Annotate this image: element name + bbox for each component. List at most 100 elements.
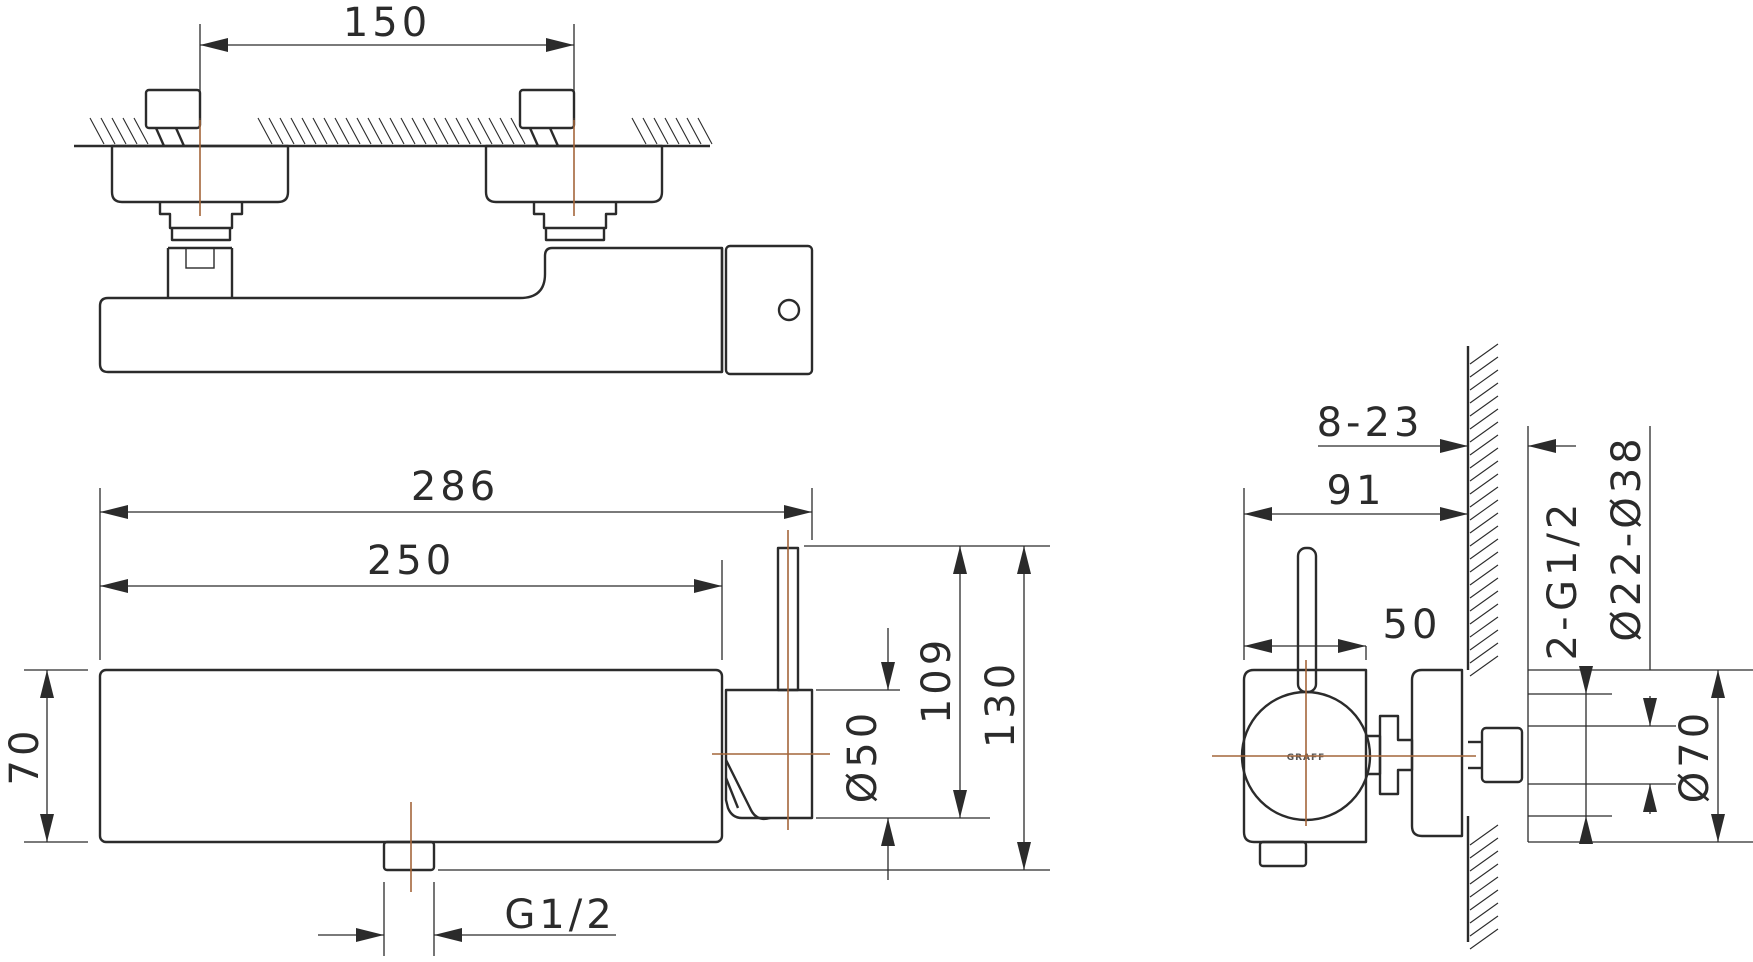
hatch-line [1469, 824, 1499, 846]
hatch-line [1469, 642, 1499, 664]
wall-cover [1410, 668, 1464, 838]
wall-hatching-top [89, 117, 713, 145]
right-inlet [484, 88, 664, 242]
hatch-line [1469, 382, 1499, 404]
side-view: GRAFF 91 8-23 50 2-G1/2 Ø22-Ø38 [1212, 343, 1753, 950]
top-view: 150 [74, 0, 814, 376]
label-body-height: 70 [2, 727, 48, 786]
hatch-line [631, 117, 647, 145]
hatch-line [433, 117, 449, 145]
outlet [382, 840, 436, 872]
hatch-line [1469, 434, 1499, 456]
label-body-length: 250 [367, 538, 455, 584]
hatch-line [89, 117, 105, 145]
hatch-line [1469, 928, 1499, 950]
left-inlet [110, 88, 290, 298]
hatch-line [1469, 863, 1499, 885]
hatch-line [686, 117, 702, 145]
hatch-line [400, 117, 416, 145]
hatch-line [653, 117, 669, 145]
hatch-line [389, 117, 405, 145]
hatch-line [1469, 421, 1499, 443]
hatch-line [510, 117, 526, 145]
hatch-line [334, 117, 350, 145]
label-wall-range: 8-23 [1317, 400, 1424, 446]
hatch-line [1469, 655, 1499, 677]
hatch-line [1469, 876, 1499, 898]
hatch-line [455, 117, 471, 145]
hatch-line [642, 117, 658, 145]
label-depth: 91 [1327, 468, 1386, 514]
hatch-line [133, 117, 149, 145]
wall-hatching-side [1469, 343, 1499, 950]
temperature-marker [777, 298, 801, 322]
hatch-line [1469, 499, 1499, 521]
hatch-line [257, 117, 273, 145]
hatch-line [279, 117, 295, 145]
hatch-line [1469, 512, 1499, 534]
hatch-line [1469, 837, 1499, 859]
hatch-line [488, 117, 504, 145]
hatch-line [466, 117, 482, 145]
hatch-line [697, 117, 713, 145]
knob-cylinder [724, 688, 814, 820]
label-height-130: 130 [978, 660, 1024, 748]
side-handle [1296, 546, 1318, 694]
hatch-line [367, 117, 383, 145]
label-overall-length: 286 [411, 464, 499, 510]
hatch-line [1469, 395, 1499, 417]
hatch-line [1469, 486, 1499, 508]
hatch-line [664, 117, 680, 145]
label-inlet-threads: 2-G1/2 [1540, 500, 1586, 661]
wall-nut [1480, 726, 1524, 784]
hatch-line [290, 117, 306, 145]
hatch-line [323, 117, 339, 145]
label-handle-width: 50 [1383, 602, 1442, 648]
hatch-line [1469, 902, 1499, 924]
hatch-line [1469, 525, 1499, 547]
thermostat-knob [724, 244, 814, 376]
label-escutcheon-diameter: Ø22-Ø38 [1604, 434, 1650, 641]
hatch-line [378, 117, 394, 145]
hatch-line [422, 117, 438, 145]
label-outlet-thread: G1/2 [504, 892, 615, 938]
hatch-line [1469, 590, 1499, 612]
hatch-line [301, 117, 317, 145]
side-body [1242, 668, 1368, 844]
hatch-line [356, 117, 372, 145]
hatch-line [411, 117, 427, 145]
hatch-line [268, 117, 284, 145]
hatch-line [1469, 369, 1499, 391]
hatch-line [675, 117, 691, 145]
label-spout-diameter: Ø50 [840, 709, 886, 803]
hatch-line [1469, 551, 1499, 573]
label-inlet-spacing: 150 [343, 0, 431, 46]
hatch-line [345, 117, 361, 145]
hatch-line [1469, 408, 1499, 430]
hatch-line [1469, 577, 1499, 599]
hatch-line [1469, 356, 1499, 378]
hatch-line [444, 117, 460, 145]
hatch-line [477, 117, 493, 145]
hatch-line [1469, 538, 1499, 560]
hatch-line [1469, 447, 1499, 469]
hatch-line [1469, 629, 1499, 651]
hatch-line [100, 117, 116, 145]
hatch-line [1469, 473, 1499, 495]
hatch-line [1469, 616, 1499, 638]
hatch-line [122, 117, 138, 145]
hatch-line [312, 117, 328, 145]
hatch-line [111, 117, 127, 145]
label-cover-diameter: Ø70 [1672, 709, 1718, 803]
hatch-line [499, 117, 515, 145]
hatch-line [1469, 460, 1499, 482]
hatch-line [1469, 564, 1499, 586]
hatch-line [1469, 889, 1499, 911]
hatch-line [1469, 603, 1499, 625]
hatch-line [1469, 850, 1499, 872]
front-view: 286 250 70 Ø50 109 130 G1/2 [2, 464, 1050, 956]
label-height-109: 109 [914, 636, 960, 724]
hatch-line [1469, 343, 1499, 365]
hatch-line [1469, 915, 1499, 937]
